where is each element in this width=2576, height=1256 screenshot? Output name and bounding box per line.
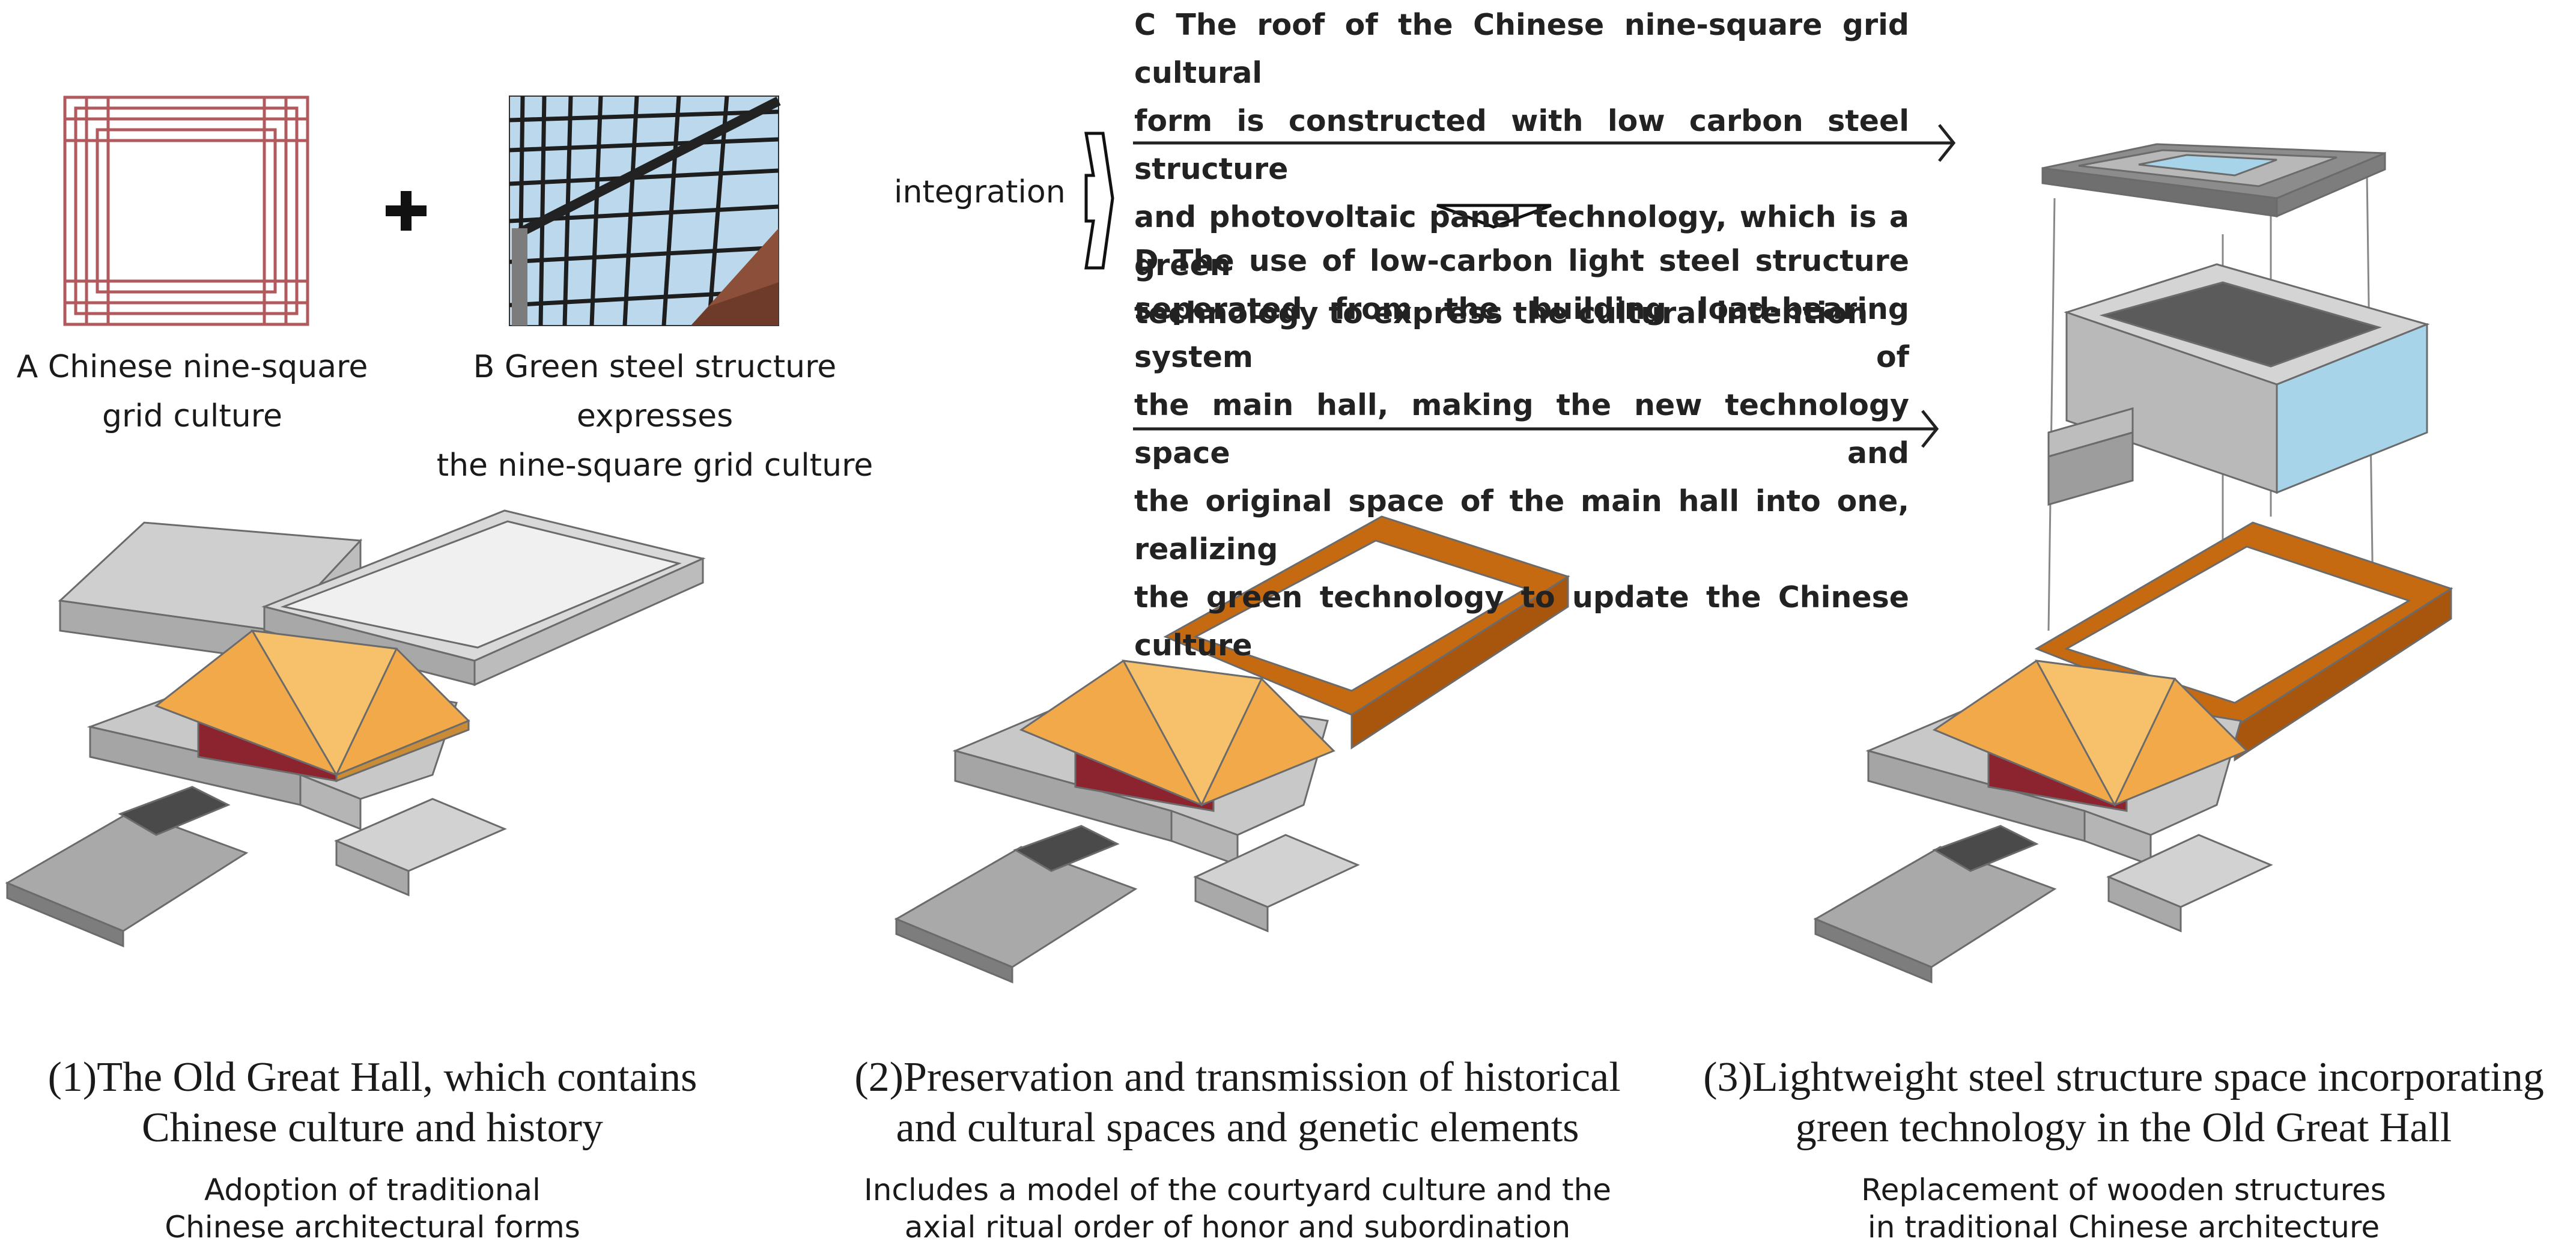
arrow-to-roof	[1133, 124, 1956, 162]
label-b-line-2: the nine-square grid culture	[436, 447, 873, 484]
paragraph-d-line-5: the green technology to update the Chine…	[1134, 580, 1909, 663]
steel-box-volume	[2047, 263, 2430, 506]
panel-1-subcaption-line-1: Adoption of traditional	[204, 1173, 541, 1207]
panel-2-caption-line-1: (2)Preservation and transmission of hist…	[854, 1054, 1621, 1100]
label-b: B Green steel structure expresses the ni…	[390, 342, 919, 490]
paragraph-c-line-3: and photovoltaic panel technology, which…	[1134, 200, 1909, 282]
paragraph-d-line-3: the main hall, making the new technology…	[1134, 388, 1909, 470]
plus-icon	[386, 191, 427, 231]
panel-2-subcaption: Includes a model of the courtyard cultur…	[811, 1171, 1664, 1246]
panel-3-caption-line-2: green technology in the Old Great Hall	[1795, 1105, 2452, 1151]
label-a: A Chinese nine-square grid culture	[0, 342, 384, 441]
panel-1-subcaption-line-2: Chinese architectural forms	[165, 1210, 580, 1245]
steel-structure-photo	[509, 96, 781, 326]
lightweight-steel-model	[1813, 143, 2453, 984]
panel-3-caption: (3)Lightweight steel structure space inc…	[1682, 1052, 2565, 1153]
nine-square-grid-pattern	[63, 96, 309, 326]
paragraph-d: D The use of low-carbon light steel stru…	[1134, 237, 1909, 670]
paragraph-c-line-1: C The roof of the Chinese nine-square gr…	[1134, 8, 1909, 90]
paragraph-d-line-1: D The use of low-carbon light steel stru…	[1134, 244, 1909, 278]
preservation-model	[894, 515, 1570, 984]
panel-3-subcaption-line-1: Replacement of wooden structures	[1861, 1173, 2386, 1207]
paragraph-d-line-4: the original space of the main hall into…	[1134, 484, 1909, 566]
panel-2-subcaption-line-2: axial ritual order of honor and subordin…	[904, 1210, 1571, 1245]
panel-2-caption-line-2: and cultural spaces and genetic elements	[896, 1105, 1579, 1151]
label-a-line-2: grid culture	[102, 398, 282, 434]
arrow-to-steel-box	[1133, 410, 1939, 448]
panel-2-caption: (2)Preservation and transmission of hist…	[811, 1052, 1664, 1153]
panel-2-subcaption-line-1: Includes a model of the courtyard cultur…	[863, 1173, 1612, 1207]
integration-bracket-arrow	[1084, 132, 1114, 270]
panel-1-caption: (1)The Old Great Hall, which contains Ch…	[0, 1052, 745, 1153]
paragraph-d-line-2: seperated from the building load-bearing…	[1134, 292, 1909, 374]
panel-1-caption-line-1: (1)The Old Great Hall, which contains	[47, 1054, 697, 1100]
panel-3-subcaption: Replacement of wooden structures in trad…	[1682, 1171, 2565, 1246]
integration-label: integration	[894, 174, 1066, 210]
pv-roof-panel	[2041, 143, 2386, 218]
paragraph-c: C The roof of the Chinese nine-square gr…	[1134, 1, 1909, 338]
down-arrow-icon	[1436, 204, 1552, 229]
label-a-line-1: A Chinese nine-square	[16, 349, 368, 385]
paragraph-c-line-4: technology to express the cultural inten…	[1134, 296, 1868, 330]
label-b-line-1: B Green steel structure expresses	[473, 349, 837, 434]
panel-1-subcaption: Adoption of traditional Chinese architec…	[0, 1171, 745, 1246]
paragraph-c-line-2: form is constructed with low carbon stee…	[1134, 104, 1909, 186]
panel-3-caption-line-1: (3)Lightweight steel structure space inc…	[1703, 1054, 2544, 1100]
old-great-hall-model	[5, 509, 706, 948]
panel-1-caption-line-2: Chinese culture and history	[142, 1105, 603, 1151]
panel-3-subcaption-line-2: in traditional Chinese architecture	[1867, 1210, 2380, 1245]
